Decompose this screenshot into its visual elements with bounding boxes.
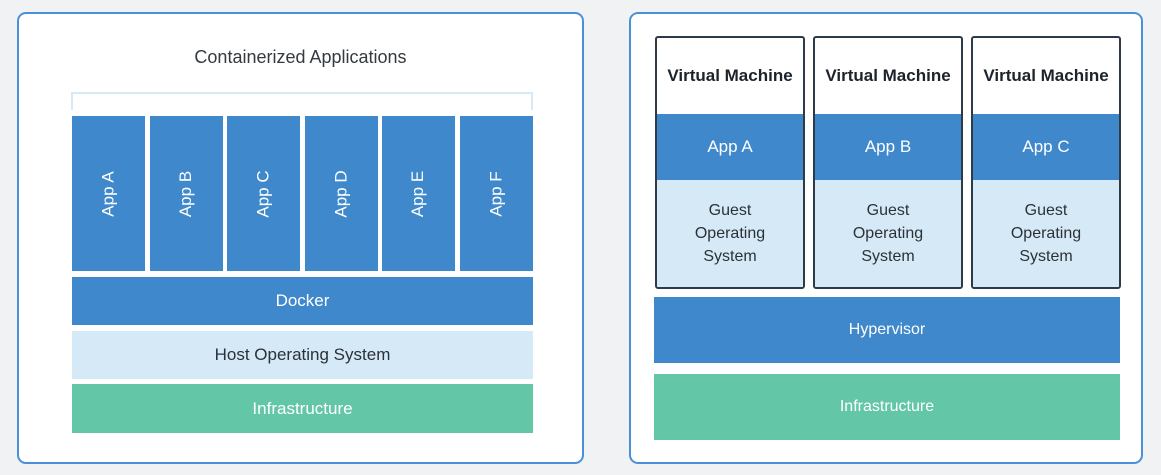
container-app-a-label: App A <box>98 170 118 217</box>
vm-1-os-line-1: Guest <box>708 202 752 219</box>
container-app-c-label: App C <box>253 169 273 218</box>
vm-1-app: App A <box>657 114 803 180</box>
virtual-machine-1: Virtual Machine App A Guest Operating Sy… <box>655 36 805 289</box>
vm-2-app: App B <box>815 114 961 180</box>
docker-label: Docker <box>275 291 330 310</box>
container-app-c: App C <box>227 116 300 271</box>
container-app-a: App A <box>72 116 145 271</box>
containers-panel: Containerized Applications App A App B A… <box>17 12 584 464</box>
vm-2-os-line-3: System <box>861 248 915 265</box>
docker-layer: Docker <box>72 277 533 325</box>
container-app-f-label: App F <box>486 170 506 217</box>
vm-3-title: Virtual Machine <box>983 66 1109 85</box>
vm-2-os-line-2: Operating <box>852 225 924 242</box>
containers-infrastructure-layer: Infrastructure <box>72 384 533 433</box>
vm-1-guest-os: Guest Operating System <box>657 180 803 287</box>
vm-infrastructure-label: Infrastructure <box>839 398 935 415</box>
apps-bracket <box>71 92 533 110</box>
virtual-machine-2: Virtual Machine App B Guest Operating Sy… <box>813 36 963 289</box>
vm-3-os-line-3: System <box>1019 248 1073 265</box>
containers-infrastructure-label: Infrastructure <box>252 398 353 418</box>
vm-3-os-line-2: Operating <box>1010 225 1082 242</box>
hypervisor-label: Hypervisor <box>848 321 926 338</box>
hypervisor-layer: Hypervisor <box>654 297 1120 363</box>
vm-2-os-line-1: Guest <box>866 202 910 219</box>
vm-infrastructure-layer: Infrastructure <box>654 374 1120 440</box>
vm-2-guest-os: Guest Operating System <box>815 180 961 287</box>
vm-1-title: Virtual Machine <box>667 66 793 85</box>
vm-2-title: Virtual Machine <box>825 66 951 85</box>
container-app-f: App F <box>460 116 533 271</box>
container-app-e-label: App E <box>408 170 428 217</box>
vm-3-os-line-1: Guest <box>1024 202 1068 219</box>
container-app-d-label: App D <box>331 169 351 218</box>
vm-3-app: App C <box>973 114 1119 180</box>
container-app-b-label: App B <box>176 170 196 217</box>
host-os-layer: Host Operating System <box>72 331 533 379</box>
host-os-label: Host Operating System <box>214 345 391 364</box>
containers-title: Containerized Applications <box>194 47 407 67</box>
vm-1-os-line-3: System <box>703 248 757 265</box>
virtual-machine-3: Virtual Machine App C Guest Operating Sy… <box>971 36 1121 289</box>
vm-1-os-line-2: Operating <box>694 225 766 242</box>
vm-3-guest-os: Guest Operating System <box>973 180 1119 287</box>
container-app-e: App E <box>382 116 455 271</box>
container-app-b: App B <box>150 116 223 271</box>
virtual-machines-panel: Virtual Machine App A Guest Operating Sy… <box>629 12 1143 464</box>
container-app-d: App D <box>305 116 378 271</box>
